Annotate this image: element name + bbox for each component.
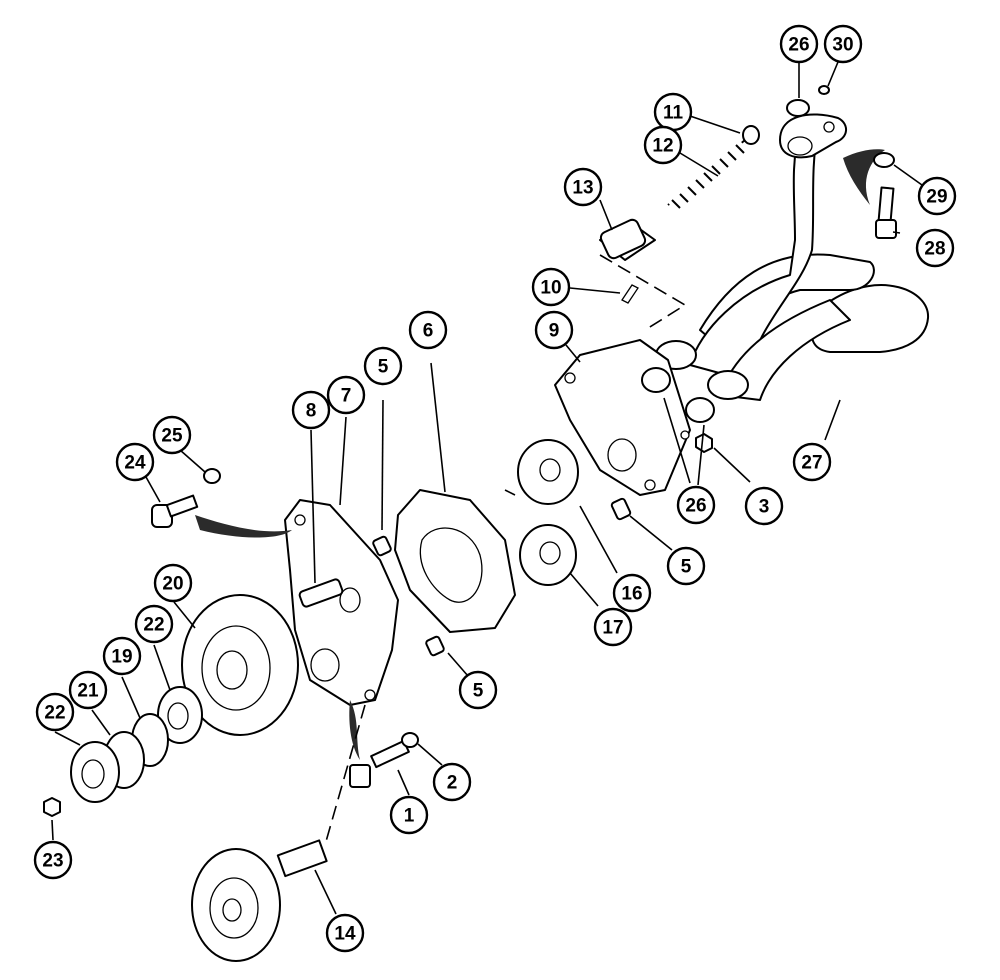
callout-label: 29 [926,187,947,208]
callout-11: 11 [653,92,693,132]
callout-label: 19 [111,647,132,668]
callout-label: 8 [306,401,317,422]
callout-12: 12 [643,125,683,165]
callout-label: 16 [621,584,642,605]
callout-label: 7 [341,386,352,407]
gear-16 [517,439,579,505]
nut-23 [43,797,61,817]
callout-25: 25 [152,415,192,455]
callout-5-middle: 5 [363,346,403,386]
callout-10: 10 [531,267,571,307]
callout-24: 24 [115,442,155,482]
mounting-plate-7 [284,499,399,706]
pump-body-6 [394,489,516,633]
callout-label: 26 [788,35,809,56]
bolt-24 [151,494,199,528]
gear-20 [181,594,299,736]
leader-lines [51,61,923,915]
callout-label: 9 [549,321,560,342]
callout-label: 23 [42,851,63,872]
callout-29: 29 [917,176,957,216]
callout-label: 10 [540,278,561,299]
callout-2: 2 [432,762,472,802]
bearing-22-outer [70,741,120,803]
callout-30: 30 [823,24,863,64]
callout-26-lower: 26 [676,485,716,525]
callout-label: 6 [423,321,434,342]
callout-label: 20 [162,574,183,595]
callout-label: 22 [143,615,164,636]
washer-11 [742,125,760,145]
o-ring-26-top [786,99,810,117]
dowel-pin-5-middle [372,535,392,557]
callout-label: 5 [473,681,484,702]
callout-label: 27 [801,453,822,474]
plunger-13 [599,218,656,261]
callout-label: 26 [685,496,706,517]
shaft-8 [298,578,344,608]
callout-label: 21 [77,681,99,702]
callout-label: 25 [161,426,183,447]
o-ring-26-right [685,397,715,423]
callout-22-outer: 22 [35,692,75,732]
callout-label: 2 [447,773,458,794]
callout-label: 5 [681,557,692,578]
callout-26-top: 26 [779,24,819,64]
callout-13: 13 [563,167,603,207]
callout-label: 14 [334,924,356,945]
dowel-pin-5-lower [425,635,445,657]
callout-6: 6 [408,310,448,350]
callout-1: 1 [389,795,429,835]
lock-washer-29 [873,152,895,168]
callout-label: 22 [44,703,65,724]
spring-12 [667,139,746,209]
callout-16: 16 [612,573,652,613]
callout-label: 1 [404,806,415,827]
callout-17: 17 [593,607,633,647]
callout-7: 7 [326,375,366,415]
callout-21: 21 [68,670,108,710]
callout-label: 13 [572,178,593,199]
callout-label: 11 [663,103,684,124]
callout-19: 19 [102,636,142,676]
callout-22-inner: 22 [134,604,174,644]
callout-label: 24 [124,453,146,474]
gear-shaft-14 [191,839,328,962]
gear-17 [519,524,577,586]
dowel-pin-5-right [610,497,632,521]
callout-28: 28 [915,228,955,268]
callout-9: 9 [534,310,574,350]
callout-label: 30 [832,35,853,56]
callout-8: 8 [291,390,331,430]
lock-washer-25 [203,468,221,484]
callout-27: 27 [792,442,832,482]
callout-5-right: 5 [666,546,706,586]
callout-20: 20 [153,563,193,603]
bearing-22-inner [157,686,203,744]
callout-label: 12 [652,136,673,157]
cotter-pin-10 [621,284,639,304]
lock-washer-2 [401,732,419,748]
callout-3: 3 [744,486,784,526]
callout-label: 5 [378,357,389,378]
callout-label: 28 [924,239,945,260]
callout-14: 14 [325,913,365,953]
bolt-1 [349,739,410,788]
callout-23: 23 [33,840,73,880]
oil-pickup-tube-27 [655,113,930,401]
nut-3 [695,433,713,453]
callout-label: 3 [759,497,770,518]
callout-5-lower: 5 [458,670,498,710]
callout-label: 17 [602,618,623,639]
o-ring-30 [818,85,830,95]
o-ring-26-left [641,367,671,393]
bolt-28 [875,186,897,239]
